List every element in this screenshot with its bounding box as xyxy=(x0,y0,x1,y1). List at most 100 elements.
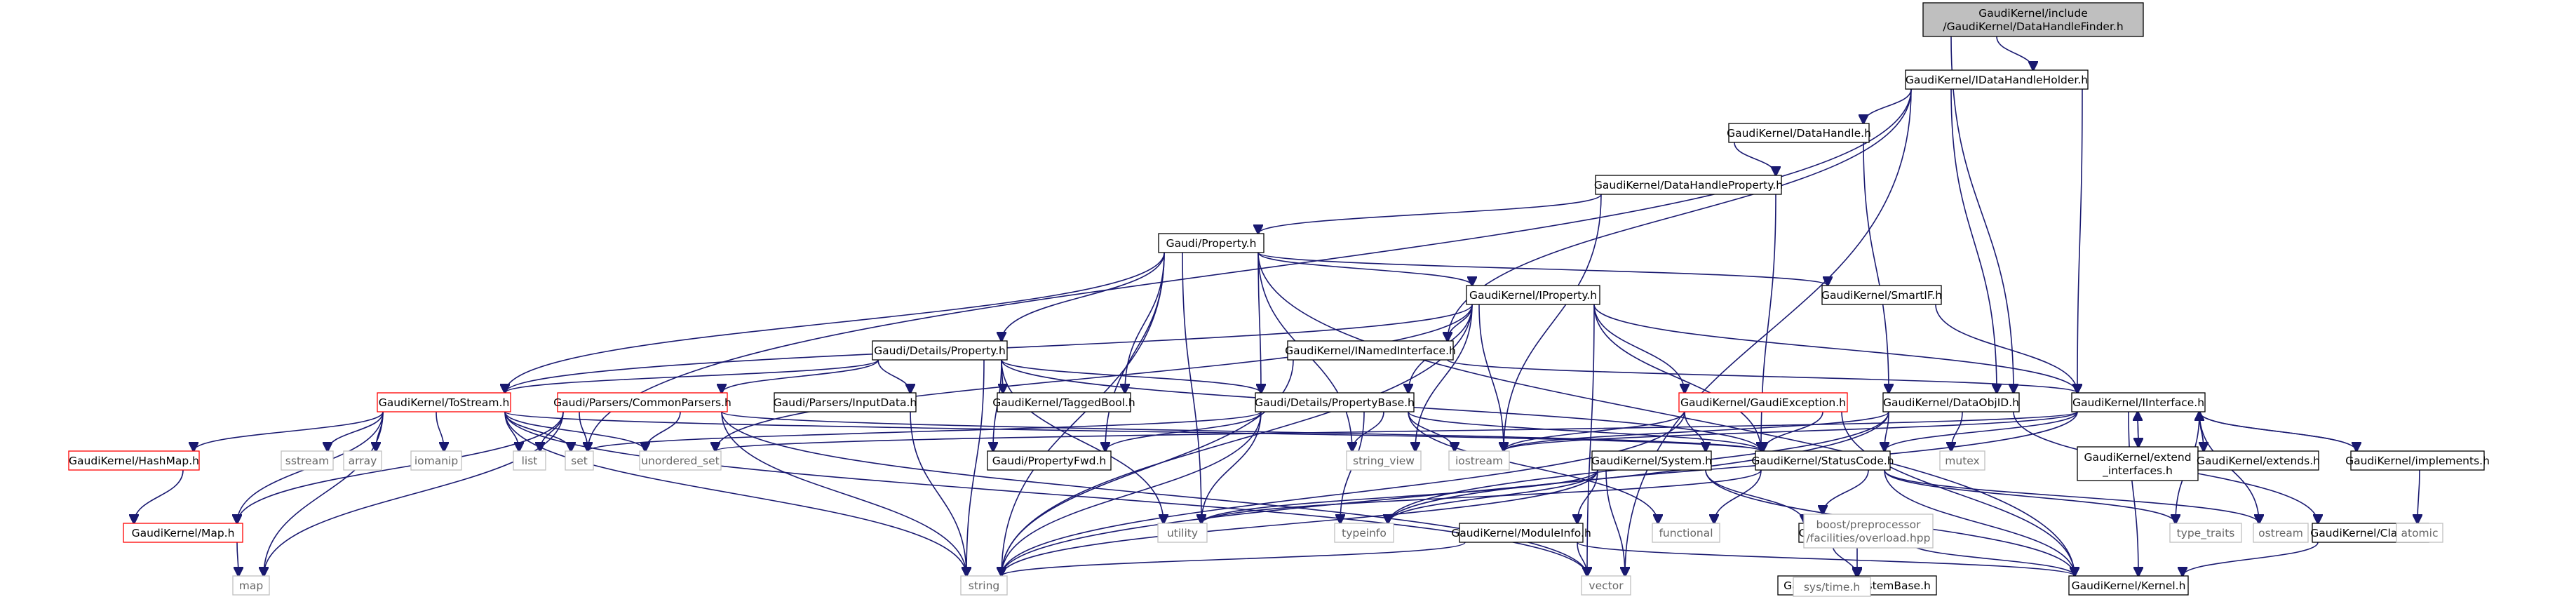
node-smartif[interactable]: GaudiKernel/SmartIF.h xyxy=(1821,285,1942,305)
node-functional: functional xyxy=(1652,523,1720,543)
edge-inamedinterface-to-iinterface xyxy=(1447,359,2077,393)
node-kernel[interactable]: GaudiKernel/Kernel.h xyxy=(2068,575,2189,596)
node-box-detailsproperty xyxy=(872,340,1008,361)
edge-detailsproperty-to-inputdata xyxy=(877,359,910,393)
node-commonparsers[interactable]: Gaudi/Parsers/CommonParsers.h xyxy=(553,392,731,412)
node-sstream: sstream xyxy=(281,450,334,471)
node-idatahandleholder[interactable]: GaudiKernel/IDataHandleHolder.h xyxy=(1905,69,2089,90)
node-box-hashmap xyxy=(68,450,200,471)
node-system[interactable]: GaudiKernel/System.h xyxy=(1591,450,1712,471)
edge-iproperty-to-statuscode xyxy=(1593,304,1761,451)
edge-statuscode-to-ostream xyxy=(1884,469,2259,523)
node-hashmap[interactable]: GaudiKernel/HashMap.h xyxy=(68,450,200,471)
edge-iproperty-to-iinterface xyxy=(1593,304,2077,393)
node-label-kmap: GaudiKernel/Map.h xyxy=(132,527,235,539)
node-label-vector: vector xyxy=(1589,579,1624,592)
edge-detailsproperty-to-tostream xyxy=(505,359,879,393)
edge-tostream-to-map xyxy=(264,411,384,576)
edge-tostream-to-string xyxy=(504,411,966,576)
node-set: set xyxy=(565,450,594,471)
node-property[interactable]: Gaudi/Property.h xyxy=(1158,233,1265,253)
node-box-iomanip xyxy=(410,450,462,471)
node-propertybase[interactable]: Gaudi/Details/PropertyBase.h xyxy=(1255,392,1415,412)
edge-commonparsers-to-string xyxy=(721,411,966,576)
edge-propertybase-to-string xyxy=(1002,411,1262,576)
node-label-map: map xyxy=(239,579,263,592)
node-statuscode[interactable]: GaudiKernel/StatusCode.h xyxy=(1751,450,1894,471)
node-label-extends: GaudiKernel/extends.h xyxy=(2197,455,2320,467)
node-tostream[interactable]: GaudiKernel/ToStream.h xyxy=(377,392,511,412)
node-iproperty[interactable]: GaudiKernel/IProperty.h xyxy=(1466,285,1600,305)
edge-idatahandleholder-to-set xyxy=(588,88,1912,451)
edge-commonparsers-to-map xyxy=(264,411,564,576)
node-box-typeinfo xyxy=(1334,523,1394,543)
node-propertyfwd[interactable]: Gaudi/PropertyFwd.h xyxy=(987,450,1112,471)
node-box-propertybase xyxy=(1255,392,1415,412)
node-box-dataobjid xyxy=(1882,392,2020,412)
node-box-systime xyxy=(1793,577,1871,597)
node-datahandle[interactable]: GaudiKernel/DataHandle.h xyxy=(1727,123,1871,143)
node-label-property: Gaudi/Property.h xyxy=(1166,237,1257,250)
node-box-taggedbool xyxy=(997,392,1131,412)
node-label-datahandleproperty: GaudiKernel/DataHandleProperty.h xyxy=(1594,179,1783,192)
node-box-kernel xyxy=(2068,575,2189,596)
node-label-list: list xyxy=(522,455,538,467)
node-implements[interactable]: GaudiKernel/implements.h xyxy=(2345,450,2490,471)
edge-iinterface-to-typeinfo xyxy=(1388,411,2078,523)
node-label-hashmap: GaudiKernel/HashMap.h xyxy=(69,455,199,467)
node-extends[interactable]: GaudiKernel/extends.h xyxy=(2197,450,2320,471)
node-taggedbool[interactable]: GaudiKernel/TaggedBool.h xyxy=(992,392,1135,412)
node-label-overload: /facilities/overload.hpp xyxy=(1807,532,1931,544)
node-label-detailsproperty: Gaudi/Details/Property.h xyxy=(874,344,1006,357)
node-label-iinterface: GaudiKernel/IInterface.h xyxy=(2072,396,2204,409)
edge-datahandleproperty-to-iostream xyxy=(1504,194,1602,451)
edge-gaudiexception-to-kernel xyxy=(1841,411,2075,576)
edge-iproperty-to-iostream xyxy=(1478,304,1504,451)
node-label-iproperty: GaudiKernel/IProperty.h xyxy=(1469,289,1597,302)
node-label-typeinfo: typeinfo xyxy=(1342,527,1387,539)
edge-statuscode-to-type_traits xyxy=(1884,469,2176,523)
node-list: list xyxy=(513,450,546,471)
node-inamedinterface[interactable]: GaudiKernel/INamedInterface.h xyxy=(1285,340,1456,361)
node-gaudiexception[interactable]: GaudiKernel/GaudiException.h xyxy=(1678,392,1848,412)
node-dataobjid[interactable]: GaudiKernel/DataObjID.h xyxy=(1882,392,2020,412)
node-box-iproperty xyxy=(1466,285,1600,305)
edge-moduleinfo-to-vector xyxy=(1577,542,1587,576)
node-box-vector xyxy=(1581,575,1631,596)
edge-datahandle-to-datahandleproperty xyxy=(1734,142,1776,175)
node-kmap[interactable]: GaudiKernel/Map.h xyxy=(123,523,243,543)
node-atomic: atomic xyxy=(2396,523,2443,543)
node-detailsproperty[interactable]: Gaudi/Details/Property.h xyxy=(872,340,1008,361)
node-datahandleproperty[interactable]: GaudiKernel/DataHandleProperty.h xyxy=(1594,175,1783,195)
edge-iproperty-to-gaudiexception xyxy=(1593,304,1685,393)
node-iinterface[interactable]: GaudiKernel/IInterface.h xyxy=(2071,392,2206,412)
node-box-statuscode xyxy=(1755,450,1891,471)
edge-datahandle-to-dataobjid xyxy=(1863,142,1889,393)
node-string_view: string_view xyxy=(1346,450,1422,471)
node-moduleinfo[interactable]: GaudiKernel/ModuleInfo.h xyxy=(1451,523,1591,543)
edge-idatahandleholder-to-vector xyxy=(1625,88,1912,576)
edge-iproperty-to-string_view xyxy=(1415,304,1473,451)
edge-dataobjid-to-iostream xyxy=(1504,411,1889,451)
edge-smartif-to-iinterface xyxy=(1935,304,2077,393)
node-box-tostream xyxy=(377,392,511,412)
edge-dataobjid-to-mutex xyxy=(1951,411,1963,451)
node-label-dataobjid: GaudiKernel/DataObjID.h xyxy=(1883,396,2019,409)
node-root[interactable]: GaudiKernel/include/GaudiKernel/DataHand… xyxy=(1922,2,2144,37)
edge-propertybase-to-statuscode xyxy=(1408,411,1761,451)
edge-detailsproperty-to-propertybase xyxy=(1001,359,1261,393)
node-label-mutex: mutex xyxy=(1945,455,1979,467)
edge-tostream-to-iomanip xyxy=(436,411,444,451)
node-box-string_view xyxy=(1346,450,1422,471)
node-inputdata[interactable]: Gaudi/Parsers/InputData.h xyxy=(774,392,917,412)
edge-implements-to-iinterface xyxy=(2199,412,2357,452)
node-extendinterfaces[interactable]: GaudiKernel/extend_interfaces.h xyxy=(2077,446,2199,481)
node-vector: vector xyxy=(1581,575,1631,596)
edge-property-to-iproperty xyxy=(1257,252,1472,286)
edge-property-to-detailsproperty xyxy=(1002,252,1165,341)
node-label-atomic: atomic xyxy=(2401,527,2439,539)
edge-property-to-propertybase xyxy=(1258,252,1261,393)
edge-commonparsers-to-vector xyxy=(721,411,1587,576)
edge-commonparsers-to-unordered_set xyxy=(645,411,681,451)
